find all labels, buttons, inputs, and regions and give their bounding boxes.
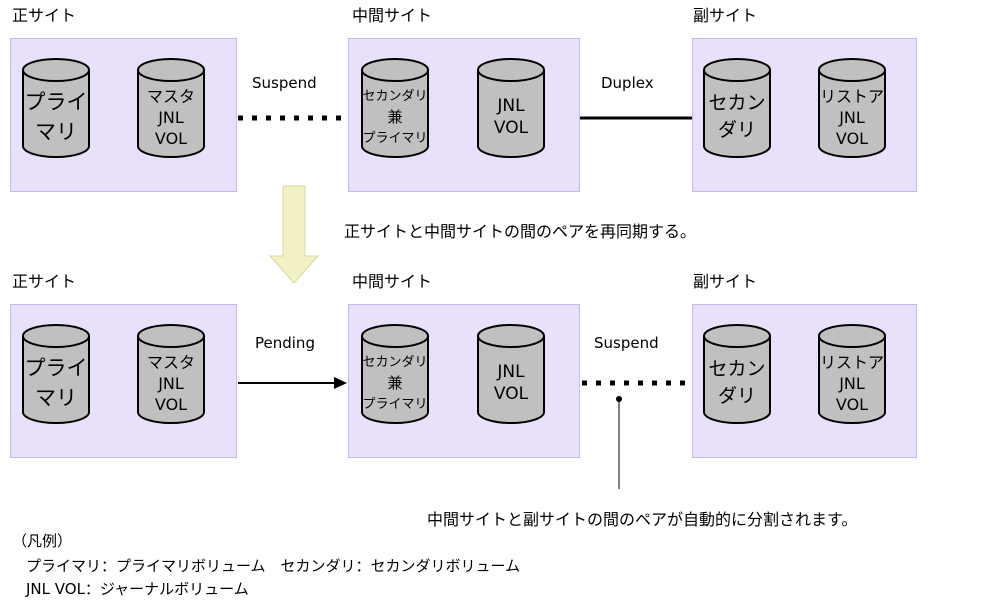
auto-split-note: 中間サイトと副サイトの間のペアが自動的に分割されます。	[427, 510, 858, 529]
cylinder-body	[818, 336, 886, 424]
top-primary-volume: プライマリ	[22, 58, 90, 158]
cylinder-body	[703, 336, 771, 424]
cylinder-top	[361, 324, 429, 348]
cylinder-body	[818, 70, 886, 158]
top-link2-status: Duplex	[601, 74, 654, 92]
bottom-link1-status: Pending	[255, 334, 315, 352]
bottom-pending-arrowhead	[334, 377, 347, 389]
volume-label-line: VOL	[493, 118, 529, 138]
cylinder-body	[22, 70, 90, 158]
volume-label-line: マスタ	[146, 86, 195, 106]
cylinder-top	[477, 58, 545, 82]
cylinder-body	[137, 336, 205, 424]
cylinder-top	[22, 58, 90, 82]
cylinder-body	[361, 70, 429, 158]
legend-title: （凡例）	[12, 532, 73, 550]
transition-arrow	[268, 185, 320, 284]
volume-label-line: リストア	[819, 86, 884, 106]
volume-label-line: セカンダリ	[362, 88, 428, 104]
volume-label-line: VOL	[154, 128, 188, 148]
volume-label-line: 兼	[387, 373, 403, 392]
bottom-secondary-primary-volume: セカンダリ兼プライマリ	[361, 324, 429, 424]
volume-label-line: プライマリ	[362, 130, 428, 146]
volume-label-line: セカン	[708, 92, 766, 114]
volume-label-line: プライ	[24, 356, 88, 380]
volume-label-line: JNL	[158, 107, 184, 127]
cylinder-top	[818, 324, 886, 348]
volume-label-line: JNL	[839, 373, 865, 393]
volume-label-line: プライ	[24, 90, 88, 114]
top-secondary-primary-volume: セカンダリ兼プライマリ	[361, 58, 429, 158]
volume-label-line: JNL	[158, 373, 184, 393]
bottom-secondary-volume: セカンダリ	[703, 324, 771, 424]
volume-label-line: VOL	[493, 384, 529, 404]
volume-label-line: リストア	[819, 352, 884, 372]
cylinder-top	[137, 324, 205, 348]
bottom-link2-status: Suspend	[594, 334, 659, 352]
legend-line-2: JNL VOL：ジャーナルボリューム	[26, 580, 249, 598]
volume-label-line: プライマリ	[362, 396, 428, 412]
volume-label-line: VOL	[154, 394, 188, 414]
bottom-secondary-site-label: 副サイト	[693, 272, 758, 291]
cylinder-top	[22, 324, 90, 348]
bottom-primary-volume: プライマリ	[22, 324, 90, 424]
top-secondary-volume: セカンダリ	[703, 58, 771, 158]
cylinder-top	[703, 58, 771, 82]
top-middle-site-label: 中間サイト	[352, 6, 433, 25]
bottom-middle-site-label: 中間サイト	[352, 272, 433, 291]
transition-note: 正サイトと中間サイトの間のペアを再同期する。	[344, 222, 697, 241]
cylinder-body	[477, 336, 545, 424]
volume-label-line: 兼	[387, 107, 403, 126]
cylinder-body	[137, 70, 205, 158]
legend-line-1: プライマリ：プライマリボリューム セカンダリ：セカンダリボリューム	[26, 557, 521, 575]
cylinder-body	[22, 336, 90, 424]
volume-label-line: JNL	[497, 362, 525, 382]
cylinder-top	[818, 58, 886, 82]
cylinder-top	[477, 324, 545, 348]
top-link1-status: Suspend	[252, 74, 317, 92]
volume-label-line: JNL	[839, 107, 865, 127]
bottom-primary-site-label: 正サイト	[12, 272, 77, 291]
volume-label-line: VOL	[835, 394, 869, 414]
volume-label-line: セカン	[708, 358, 766, 380]
volume-label-line: JNL	[497, 96, 525, 116]
cylinder-body	[703, 70, 771, 158]
volume-label-line: VOL	[835, 128, 869, 148]
volume-label-line: ダリ	[717, 119, 756, 141]
volume-label-line: マスタ	[146, 352, 195, 372]
cylinder-top	[703, 324, 771, 348]
volume-label-line: ダリ	[717, 385, 756, 407]
volume-label-line: マリ	[35, 386, 77, 410]
cylinder-body	[361, 336, 429, 424]
cylinder-top	[137, 58, 205, 82]
volume-label-line: マリ	[35, 120, 77, 144]
top-primary-site-label: 正サイト	[12, 6, 77, 25]
cylinder-body	[477, 70, 545, 158]
cylinder-top	[361, 58, 429, 82]
top-secondary-site-label: 副サイト	[693, 6, 758, 25]
volume-label-line: セカンダリ	[362, 354, 428, 370]
